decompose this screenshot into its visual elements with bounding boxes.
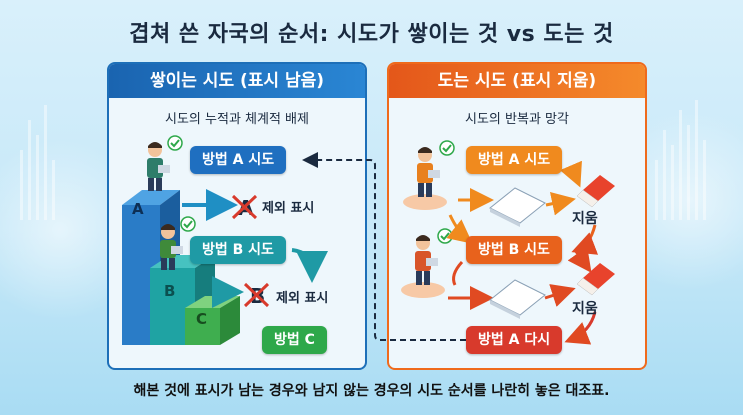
page-title: 겹쳐 쓴 자국의 순서: 시도가 쌓이는 것 vs 도는 것 [129, 22, 614, 47]
cycling-panel-subtitle: 시도의 반복과 망각 [465, 112, 569, 127]
erase-label-2: 지움 [572, 301, 598, 317]
paper-sheet-2 [489, 279, 546, 319]
cycling-panel-header: 도는 시도 (표시 지움) [389, 64, 645, 98]
arrow-to-excluded-2 [291, 248, 328, 283]
stacking-panel-subtitle: 시도의 누적과 체계적 배제 [165, 112, 309, 127]
eraser-icon [576, 175, 615, 208]
block-letter-c: C [196, 310, 208, 328]
excluded-label-2: 제외 표시 [276, 291, 329, 306]
eraser-icon [576, 263, 615, 296]
excluded-label-1: 제외 표시 [262, 201, 315, 216]
cycling-panel: 도는 시도 (표시 지움) 시도의 반복과 망각 [387, 62, 647, 370]
method-a-again-pill: 방법 A 다시 [466, 326, 563, 354]
erase-label-1: 지움 [572, 211, 598, 227]
block-letter-b: B [164, 282, 176, 300]
stacking-panel-header: 쌓이는 시도 (표시 남음) [109, 64, 365, 98]
method-c-pill: 방법 C [262, 326, 327, 354]
method-b-pill: 방법 B 시도 [190, 236, 286, 264]
paper-sheet-1 [489, 187, 546, 227]
right-method-a-pill: 방법 A 시도 [466, 146, 563, 174]
person-top-left [147, 135, 183, 191]
person-middle-left [160, 216, 196, 270]
right-method-b-pill: 방법 B 시도 [466, 236, 562, 264]
crossed-a-mark: A [231, 194, 258, 220]
caption: 해본 것에 표시가 남는 경우와 남지 않는 경우의 시도 순서를 나란히 놓은… [133, 383, 610, 399]
crossed-b-mark: B [243, 282, 270, 308]
person-middle-right [401, 228, 453, 298]
block-letter-a: A [132, 200, 144, 218]
dashed-return-arrow [302, 152, 486, 341]
person-top-right [403, 140, 455, 210]
method-a-pill: 방법 A 시도 [190, 146, 287, 174]
